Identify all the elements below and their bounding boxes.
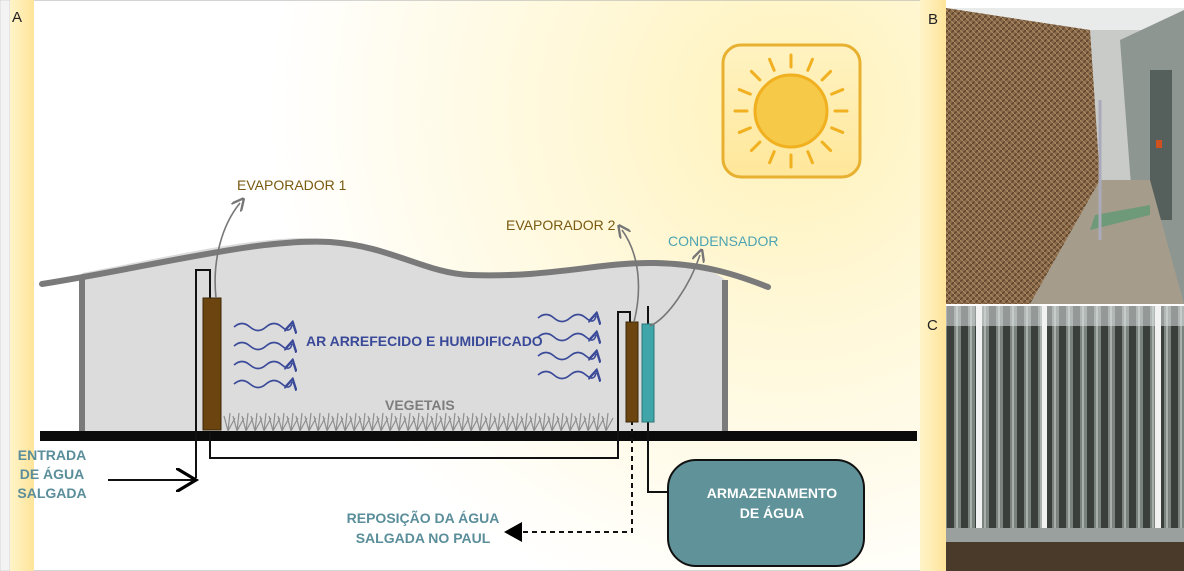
air-wave-arrow — [537, 372, 596, 379]
greenhouse-interior — [82, 238, 725, 432]
condenser-label: CONDENSADOR — [668, 233, 778, 249]
svg-text:REPOSIÇÃO DA ÁGUA: REPOSIÇÃO DA ÁGUA — [347, 509, 500, 526]
airflow-arrows — [233, 315, 596, 388]
evaporator-2-label: EVAPORADOR 2 — [506, 217, 616, 233]
air-wave-arrow — [537, 353, 596, 360]
evaporator-2 — [625, 321, 639, 423]
svg-text:SALGADA: SALGADA — [17, 485, 86, 501]
evaporator-1 — [202, 297, 222, 431]
evaporator-1-vapour-arrow — [214, 203, 240, 299]
plants-row — [223, 412, 614, 432]
cooled-air-label: AR ARREFECIDO E HUMIDIFICADO — [306, 333, 543, 349]
panel-letter-a: A — [12, 9, 22, 26]
condenser-vapour-arrow — [649, 255, 700, 327]
evaporator-1-label: EVAPORADOR 1 — [237, 177, 347, 193]
evaporator-1-pipe — [195, 269, 211, 478]
condenser — [641, 323, 655, 423]
air-wave-arrow — [233, 362, 292, 369]
air-wave-arrow — [233, 324, 292, 331]
right-accent-bar — [920, 0, 946, 571]
air-wave-arrow — [537, 315, 596, 322]
svg-text:ENTRADA: ENTRADA — [18, 447, 86, 463]
underground-pipe — [209, 311, 631, 459]
svg-text:SALGADA NO PAUL: SALGADA NO PAUL — [356, 530, 491, 546]
panel-letter-b: B — [928, 11, 938, 28]
left-edge-strip — [0, 0, 11, 571]
condenser-tubes-photo — [946, 306, 1184, 571]
panel-a: A VEGETAIS — [0, 0, 936, 571]
air-wave-arrow — [537, 334, 596, 341]
photo-column: B C — [920, 0, 1184, 571]
svg-text:DE ÁGUA: DE ÁGUA — [20, 466, 85, 482]
storage-label-line-2: DE ÁGUA — [740, 505, 805, 521]
left-accent-bar — [10, 0, 34, 571]
water-storage-tank: ARMAZENAMENTO DE ÁGUA — [667, 459, 865, 567]
panel-letter-c: C — [927, 317, 938, 334]
storage-label-line-1: ARMAZENAMENTO — [707, 485, 838, 501]
evaporator-2-vapour-arrow — [622, 230, 640, 323]
air-wave-arrow — [233, 381, 292, 388]
sun-icon — [721, 43, 862, 179]
replenish-pipe — [504, 420, 633, 542]
plants-label: VEGETAIS — [385, 397, 455, 413]
plant-tuft — [601, 412, 614, 432]
replenish-label: REPOSIÇÃO DA ÁGUA SALGADA NO PAUL — [347, 509, 500, 546]
evaporative-pad-photo — [946, 8, 1184, 304]
greenhouse-roof — [39, 238, 771, 290]
ground-line — [40, 431, 917, 441]
air-wave-arrow — [233, 343, 292, 350]
inlet-label: ENTRADA DE ÁGUA SALGADA — [17, 447, 86, 501]
